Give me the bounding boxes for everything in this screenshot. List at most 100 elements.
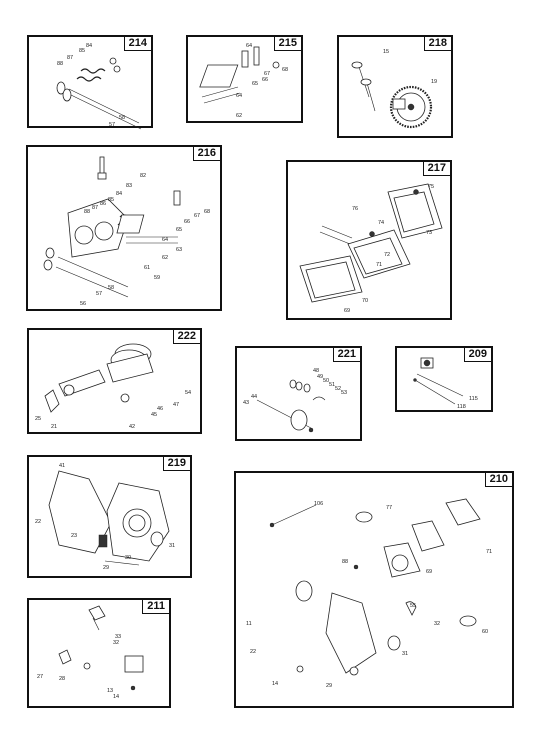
callout: 11 (246, 621, 252, 627)
callout: 59 (154, 275, 160, 281)
callout: 56 (80, 301, 86, 307)
cylinder-head-art: 82 83 84 85 86 87 88 58 57 56 61 62 59 6… (43, 156, 210, 307)
callout: 84 (86, 43, 92, 49)
callout: 29 (103, 565, 109, 571)
callout: 46 (157, 406, 163, 412)
rocker-arm-art: 64 67 68 65 66 64 62 (199, 43, 288, 119)
callout: 55 (410, 603, 416, 609)
callout: 69 (344, 308, 350, 314)
panel-number-209: 209 (463, 347, 492, 362)
panel-218: 218 15 19 (337, 35, 453, 138)
callout: 73 (426, 230, 432, 236)
callout: 88 (342, 559, 348, 565)
callout: 83 (126, 183, 132, 189)
callout: 47 (173, 402, 179, 408)
panel-number-215: 215 (273, 36, 302, 51)
callout: 85 (108, 197, 114, 203)
callout: 19 (431, 79, 437, 85)
callout: 65 (252, 81, 258, 87)
callout: 69 (426, 569, 432, 575)
callout: 82 (140, 173, 146, 179)
dipstick-art: 33 32 27 28 13 14 (37, 605, 144, 700)
callout: 71 (486, 549, 492, 555)
callout: 76 (352, 206, 358, 212)
panel-number-222: 222 (172, 329, 201, 344)
piston-assembly-art: 54 47 46 45 42 25 21 (35, 343, 191, 430)
panel-215: 215 64 67 68 65 66 64 62 (186, 35, 303, 123)
callout: 33 (115, 634, 121, 640)
panel-number-211: 211 (142, 599, 170, 614)
callout: 72 (384, 252, 390, 258)
panel-221: 221 48 49 50 51 52 53 43 44 (235, 346, 362, 441)
callout: 49 (317, 374, 323, 380)
callout: 22 (35, 519, 41, 525)
callout: 86 (100, 201, 106, 207)
callout: 66 (262, 77, 268, 83)
callout: 68 (204, 209, 210, 215)
callout: 67 (194, 213, 200, 219)
callout: 63 (176, 247, 182, 253)
panel-number-216: 216 (192, 146, 221, 161)
callout: 87 (92, 205, 98, 211)
callout: 44 (251, 394, 257, 400)
callout: 51 (329, 382, 335, 388)
panel-214: 214 84 85 87 88 58 57 (27, 35, 153, 130)
camshaft-gear-art: 15 19 (351, 49, 437, 129)
callout: 32 (113, 640, 119, 646)
callout: 21 (51, 424, 57, 430)
callout: 71 (376, 262, 382, 268)
callout: 30 (125, 555, 131, 561)
callout: 25 (35, 416, 41, 422)
callout: 45 (151, 412, 157, 418)
callout: 57 (96, 291, 102, 297)
callout: 68 (282, 67, 288, 73)
callout: 88 (57, 61, 63, 67)
callout: 64 (236, 93, 242, 99)
callout: 60 (482, 629, 488, 635)
callout: 27 (37, 674, 43, 680)
panel-number-219: 219 (162, 456, 191, 471)
callout: 28 (59, 676, 65, 682)
callout: 41 (59, 463, 65, 469)
panel-number-218: 218 (423, 36, 452, 51)
callout: 15 (383, 49, 389, 55)
callout: 48 (313, 368, 319, 374)
callout: 52 (335, 386, 341, 392)
callout: 42 (129, 424, 135, 430)
callout: 75 (428, 184, 434, 190)
callout: 13 (107, 688, 113, 694)
valve-assembly-art: 84 85 87 88 58 57 (56, 43, 142, 130)
callout: 115 (469, 396, 478, 402)
callout: 62 (162, 255, 168, 261)
callout: 53 (341, 390, 347, 396)
panel-216: 216 82 83 84 85 86 87 88 58 57 56 61 62 … (26, 145, 222, 311)
callout: 54 (185, 390, 191, 396)
callout: 67 (264, 71, 270, 77)
callout: 50 (323, 378, 329, 384)
callout: 106 (314, 501, 323, 507)
callout: 118 (457, 404, 466, 410)
callout: 88 (84, 209, 90, 215)
panel-number-214: 214 (123, 36, 152, 51)
callout: 31 (402, 651, 408, 657)
callout: 84 (116, 191, 122, 197)
gasket-kit-art: 106 77 71 69 88 55 11 32 60 22 31 14 29 (246, 498, 492, 689)
callout: 58 (108, 285, 114, 291)
panel-211: 211 33 32 27 28 13 14 (27, 598, 171, 708)
callout: 64 (162, 237, 168, 243)
panel-219: 219 41 22 23 31 30 29 (27, 455, 192, 578)
callout: 64 (246, 43, 252, 49)
sensor-art: 115 118 (413, 357, 478, 410)
callout: 22 (250, 649, 256, 655)
callout: 74 (378, 220, 384, 226)
governor-art: 48 49 50 51 52 53 43 44 (243, 368, 347, 433)
callout: 87 (67, 55, 73, 61)
crankcase-cover-art: 41 22 23 31 30 29 (35, 463, 175, 571)
panel-number-210: 210 (484, 472, 513, 487)
callout: 43 (243, 400, 249, 406)
callout: 65 (176, 227, 182, 233)
callout: 29 (326, 683, 332, 689)
callout: 62 (236, 113, 242, 119)
callout: 70 (362, 298, 368, 304)
